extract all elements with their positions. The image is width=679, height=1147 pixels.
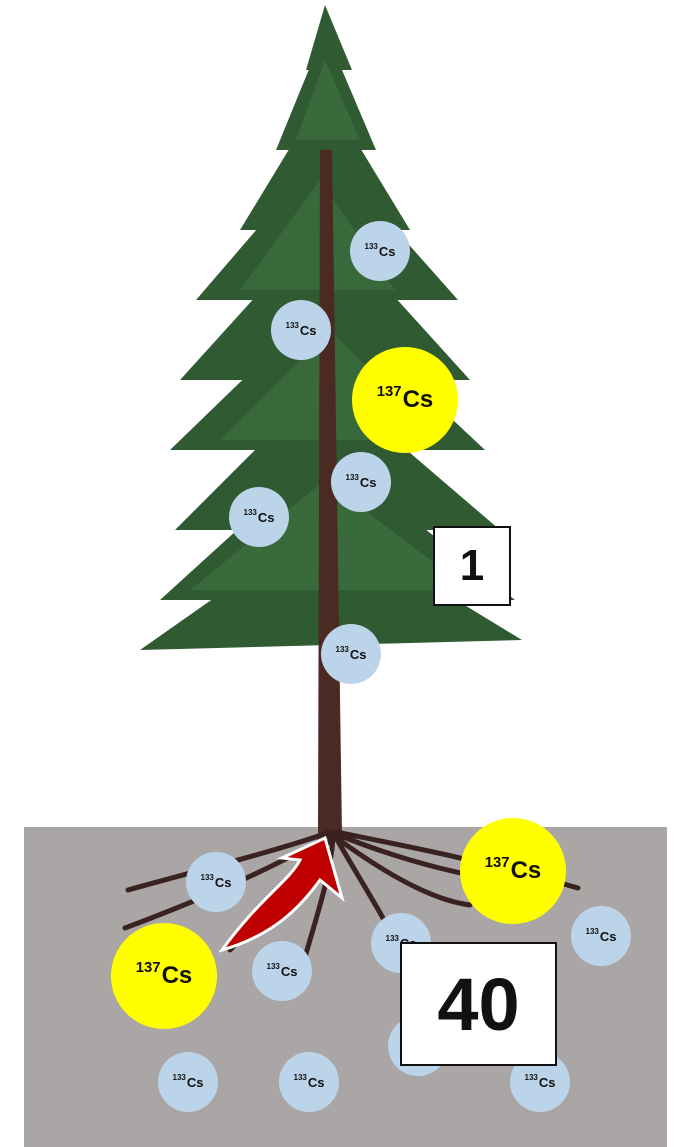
tree-ratio-box: 1	[433, 526, 511, 606]
soil-ratio-box: 40	[400, 942, 557, 1066]
